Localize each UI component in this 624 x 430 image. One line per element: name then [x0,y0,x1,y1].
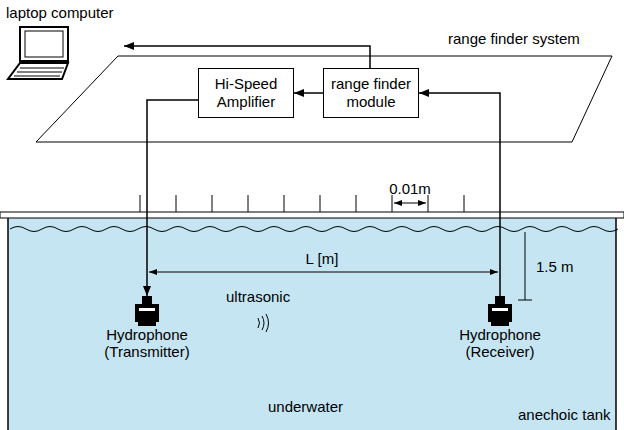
tank-rim [0,212,624,218]
node-text: Hydrophone (Receiver) [440,326,560,361]
device-node: Hydrophone (Transmitter) [87,296,207,361]
dimension-line [525,232,526,300]
ruler-tick [248,195,249,212]
ruler-tick [176,195,177,212]
ultrasonic-waves [258,314,269,332]
annotation-label: anechoic tank [518,406,611,423]
ruler-ticks [140,195,464,212]
water-surface [10,227,618,232]
tank-wall [7,218,9,430]
icon-holder [6,25,124,83]
ruler-tick [428,195,429,212]
annotation-label: range finder system [448,30,580,47]
ruler-tick [320,195,321,212]
hydrophone-icon [134,296,160,326]
process-box: Hi-Speed Amplifier [198,68,294,118]
connector [124,46,370,68]
annotation-label: L [m] [306,250,339,267]
annotation-label: underwater [268,398,343,415]
annotation-label: 1.5 m [536,258,574,275]
node-text: Hydrophone (Transmitter) [87,326,207,361]
node-text: laptop computer [6,4,124,21]
connector [419,93,500,296]
ruler-tick [284,195,285,212]
dimension-line [394,203,426,204]
dimension-line [149,272,498,273]
tank-wall [615,218,617,430]
icon-holder [440,296,560,326]
hydrophone-icon [487,296,513,326]
ruler-tick [392,195,393,212]
icon-holder [87,296,207,326]
connector [147,100,198,296]
process-box: range finder module [323,68,419,118]
ruler-tick [464,195,465,212]
water [8,218,616,430]
laptop-icon [6,25,90,83]
ruler-tick [140,195,141,212]
annotation-label: 0.01m [389,180,431,197]
node-text: Hi-Speed Amplifier [202,75,290,111]
device-node: laptop computer [6,4,124,83]
ruler-tick [212,195,213,212]
device-node: Hydrophone (Receiver) [440,296,560,361]
annotation-label: ultrasonic [226,288,290,305]
connector [294,92,323,94]
node-text: range finder module [327,75,415,111]
ruler-tick [356,195,357,212]
system-plane [36,56,612,142]
